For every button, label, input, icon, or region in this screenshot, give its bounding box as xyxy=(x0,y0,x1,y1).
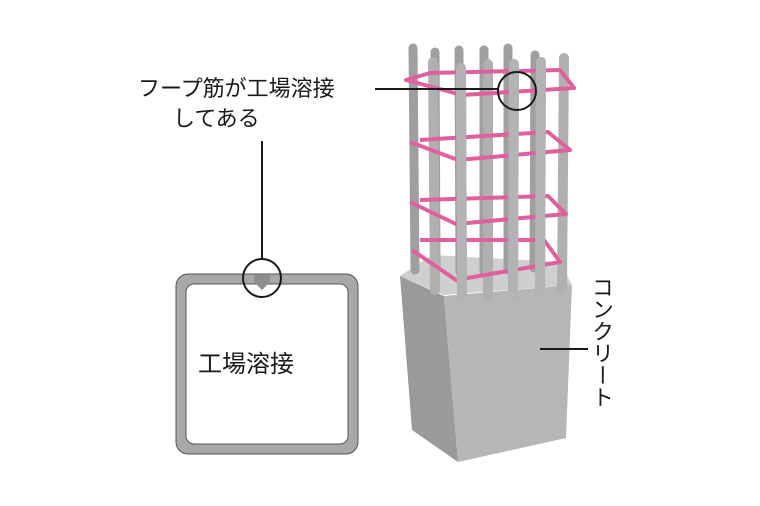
hoop-weld-callout: フープ筋が工場溶接 してある xyxy=(138,75,335,135)
concrete-block xyxy=(400,255,572,462)
callout-line-1: フープ筋が工場溶接 xyxy=(138,77,335,102)
weld-highlight-circle xyxy=(497,71,537,111)
front-rebars xyxy=(456,57,546,301)
callout-line-2: してある xyxy=(173,107,260,132)
section-label: 工場溶接 xyxy=(198,350,294,378)
weld-point-circle xyxy=(242,258,282,298)
hoop-section-diagram xyxy=(175,258,359,455)
concrete-label: コンクリート xyxy=(588,276,613,408)
